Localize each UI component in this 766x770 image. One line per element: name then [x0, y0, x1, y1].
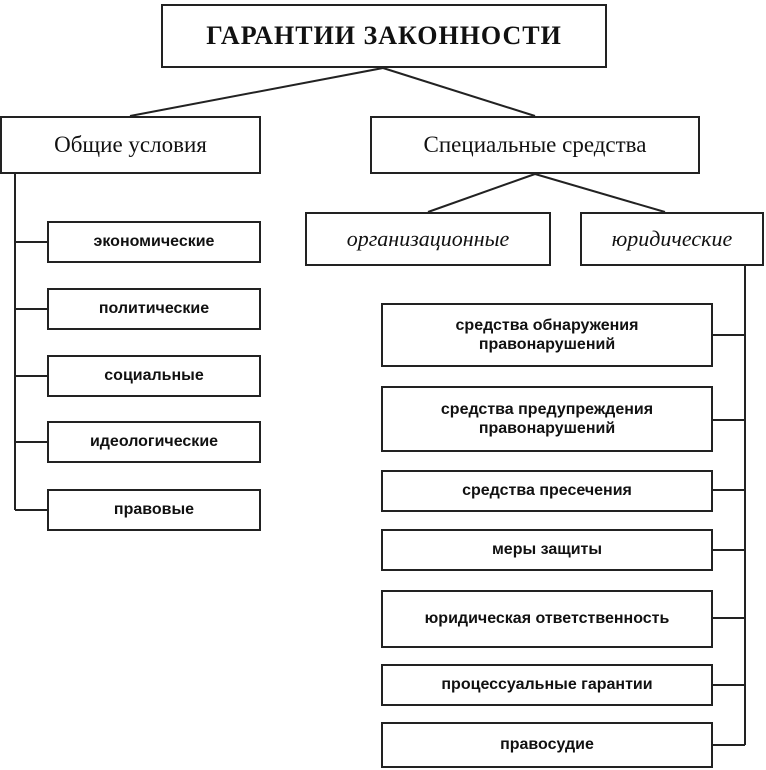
- legal-item-suppression: средства пресечения: [381, 470, 713, 512]
- legal-item-justice: правосудие: [381, 722, 713, 768]
- general-item-ideological: идеологические: [47, 421, 261, 463]
- legal-item-prevention: средства предупреждения правонарушений: [381, 386, 713, 452]
- organizational-node: организационные: [305, 212, 551, 266]
- general-item-social: социальные: [47, 355, 261, 397]
- general-item-legal: правовые: [47, 489, 261, 531]
- general-conditions-node: Общие условия: [0, 116, 261, 174]
- legal-item-detection: средства обнаружения правонарушений: [381, 303, 713, 367]
- diagram-title: ГАРАНТИИ ЗАКОННОСТИ: [161, 4, 607, 68]
- general-item-political: политические: [47, 288, 261, 330]
- legal-item-procedural: процессуальные гарантии: [381, 664, 713, 706]
- legal-item-protection: меры защиты: [381, 529, 713, 571]
- legal-node: юридические: [580, 212, 764, 266]
- legal-item-responsibility: юридическая ответственность: [381, 590, 713, 648]
- general-item-economic: экономические: [47, 221, 261, 263]
- special-means-node: Специальные средства: [370, 116, 700, 174]
